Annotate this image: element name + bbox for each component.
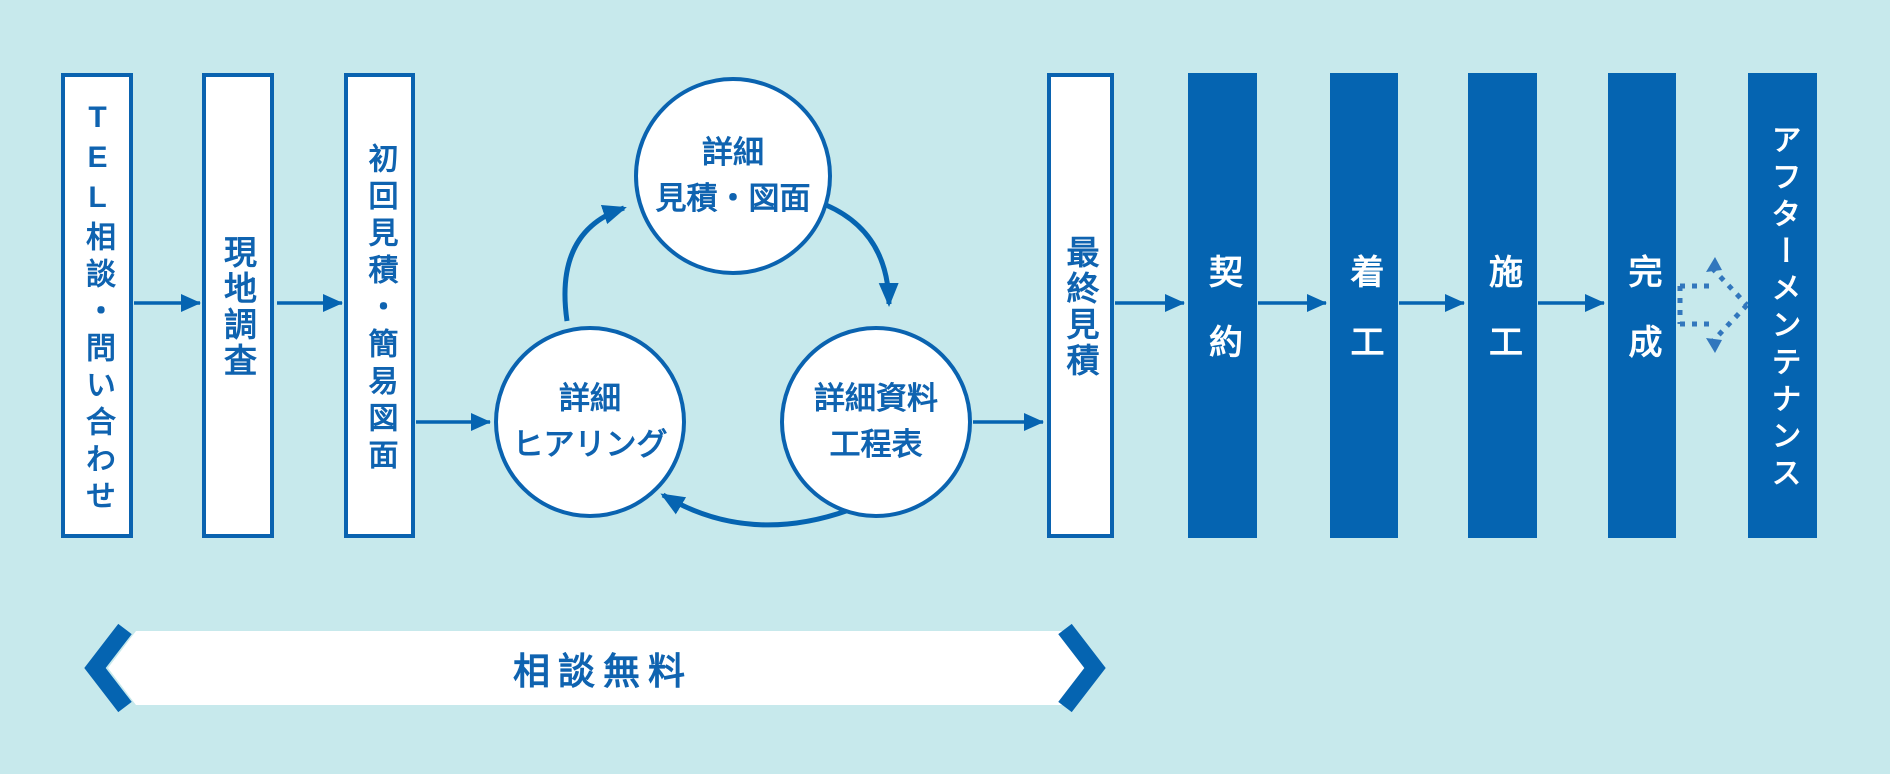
circle-label-line1: 詳細 [702, 134, 764, 170]
step-label: 契約 [1203, 253, 1242, 394]
cycle-detail-documents-schedule: 詳細資料 工程表 [780, 326, 972, 518]
free-consultation-banner: 相談無料 [108, 631, 1090, 705]
arc-schedule-to-hearing [660, 492, 850, 528]
dotted-arrow-chevron-top [1710, 266, 1749, 307]
banner-ribbon [108, 631, 1090, 705]
circle-label-line2: 工程表 [829, 427, 923, 462]
dotted-arrow-tip-down [1706, 338, 1722, 353]
flow-arrows [134, 294, 1605, 431]
cycle-arrows [562, 202, 899, 528]
step-label: 現地調査 [219, 235, 257, 379]
circle-label-line1: 詳細資料 [814, 380, 938, 416]
step-label: アフターメンテナンス [1766, 124, 1800, 494]
dotted-arrow-completion-to-maintenance [1677, 266, 1749, 344]
dotted-arrow-chevron-bottom [1710, 303, 1749, 344]
banner-chevron-left-icon [84, 623, 132, 713]
cycle-detail-quote-drawing: 詳細 見積・図面 [634, 77, 832, 275]
step-label: TEL相談・問い合わせ [81, 101, 114, 517]
banner-label: 相談無料 [513, 651, 693, 692]
dotted-arrow-tip-up [1706, 257, 1722, 272]
circle-label-line2: 見積・図面 [655, 181, 811, 216]
arc-detail-quote-to-schedule [825, 202, 899, 307]
circle-label-line2: ヒアリング [512, 427, 668, 462]
free-consultation-banner-shape [84, 623, 1106, 713]
step-start-work: 着工 [1330, 73, 1398, 538]
circle-label-line1: 詳細 [559, 380, 621, 416]
step-final-quote: 最終見積 [1047, 73, 1114, 538]
dotted-arrow-tips [1706, 257, 1722, 353]
step-first-quote: 初回見積・簡易図面 [344, 73, 415, 538]
step-label: 初回見積・簡易図面 [363, 142, 397, 476]
arc-hearing-to-detail-quote [562, 205, 627, 322]
step-tel-consult: TEL相談・問い合わせ [61, 73, 133, 538]
step-completion: 完成 [1608, 73, 1676, 538]
banner-chevron-right-icon [1058, 623, 1106, 713]
cycle-detail-hearing: 詳細 ヒアリング [494, 326, 686, 518]
step-after-maintenance: アフターメンテナンス [1748, 73, 1817, 538]
step-label: 施工 [1483, 253, 1522, 394]
step-label: 完成 [1623, 253, 1661, 394]
step-construction: 施工 [1468, 73, 1537, 538]
step-contract: 契約 [1188, 73, 1257, 538]
step-label: 着工 [1345, 253, 1383, 394]
step-site-survey: 現地調査 [202, 73, 274, 538]
step-label: 最終見積 [1062, 235, 1099, 379]
